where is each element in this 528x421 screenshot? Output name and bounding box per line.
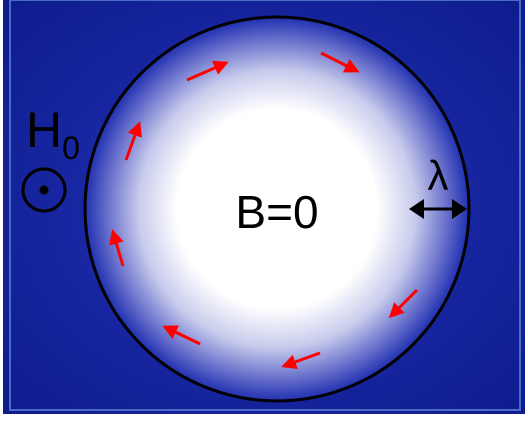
current-arrow-icon xyxy=(186,60,229,82)
penetration-depth-label: λ xyxy=(428,152,449,199)
screening-current-arrows xyxy=(109,51,419,369)
current-arrow-icon xyxy=(281,351,321,369)
current-arrow-icon xyxy=(320,51,360,73)
superconductor-sphere xyxy=(83,15,471,403)
current-arrow-icon xyxy=(109,229,125,267)
penetration-depth-double-arrow-icon xyxy=(409,199,467,219)
center-label: B=0 xyxy=(235,186,318,238)
current-arrow-icon xyxy=(388,288,419,319)
current-arrow-icon xyxy=(162,325,201,346)
panel-border xyxy=(9,0,521,411)
field-label-subscript: 0 xyxy=(62,130,80,166)
field-label-main: H xyxy=(26,102,62,158)
current-arrow-icon xyxy=(124,121,142,161)
field-out-of-page-icon xyxy=(21,167,67,213)
field-label: H0 xyxy=(26,102,80,166)
